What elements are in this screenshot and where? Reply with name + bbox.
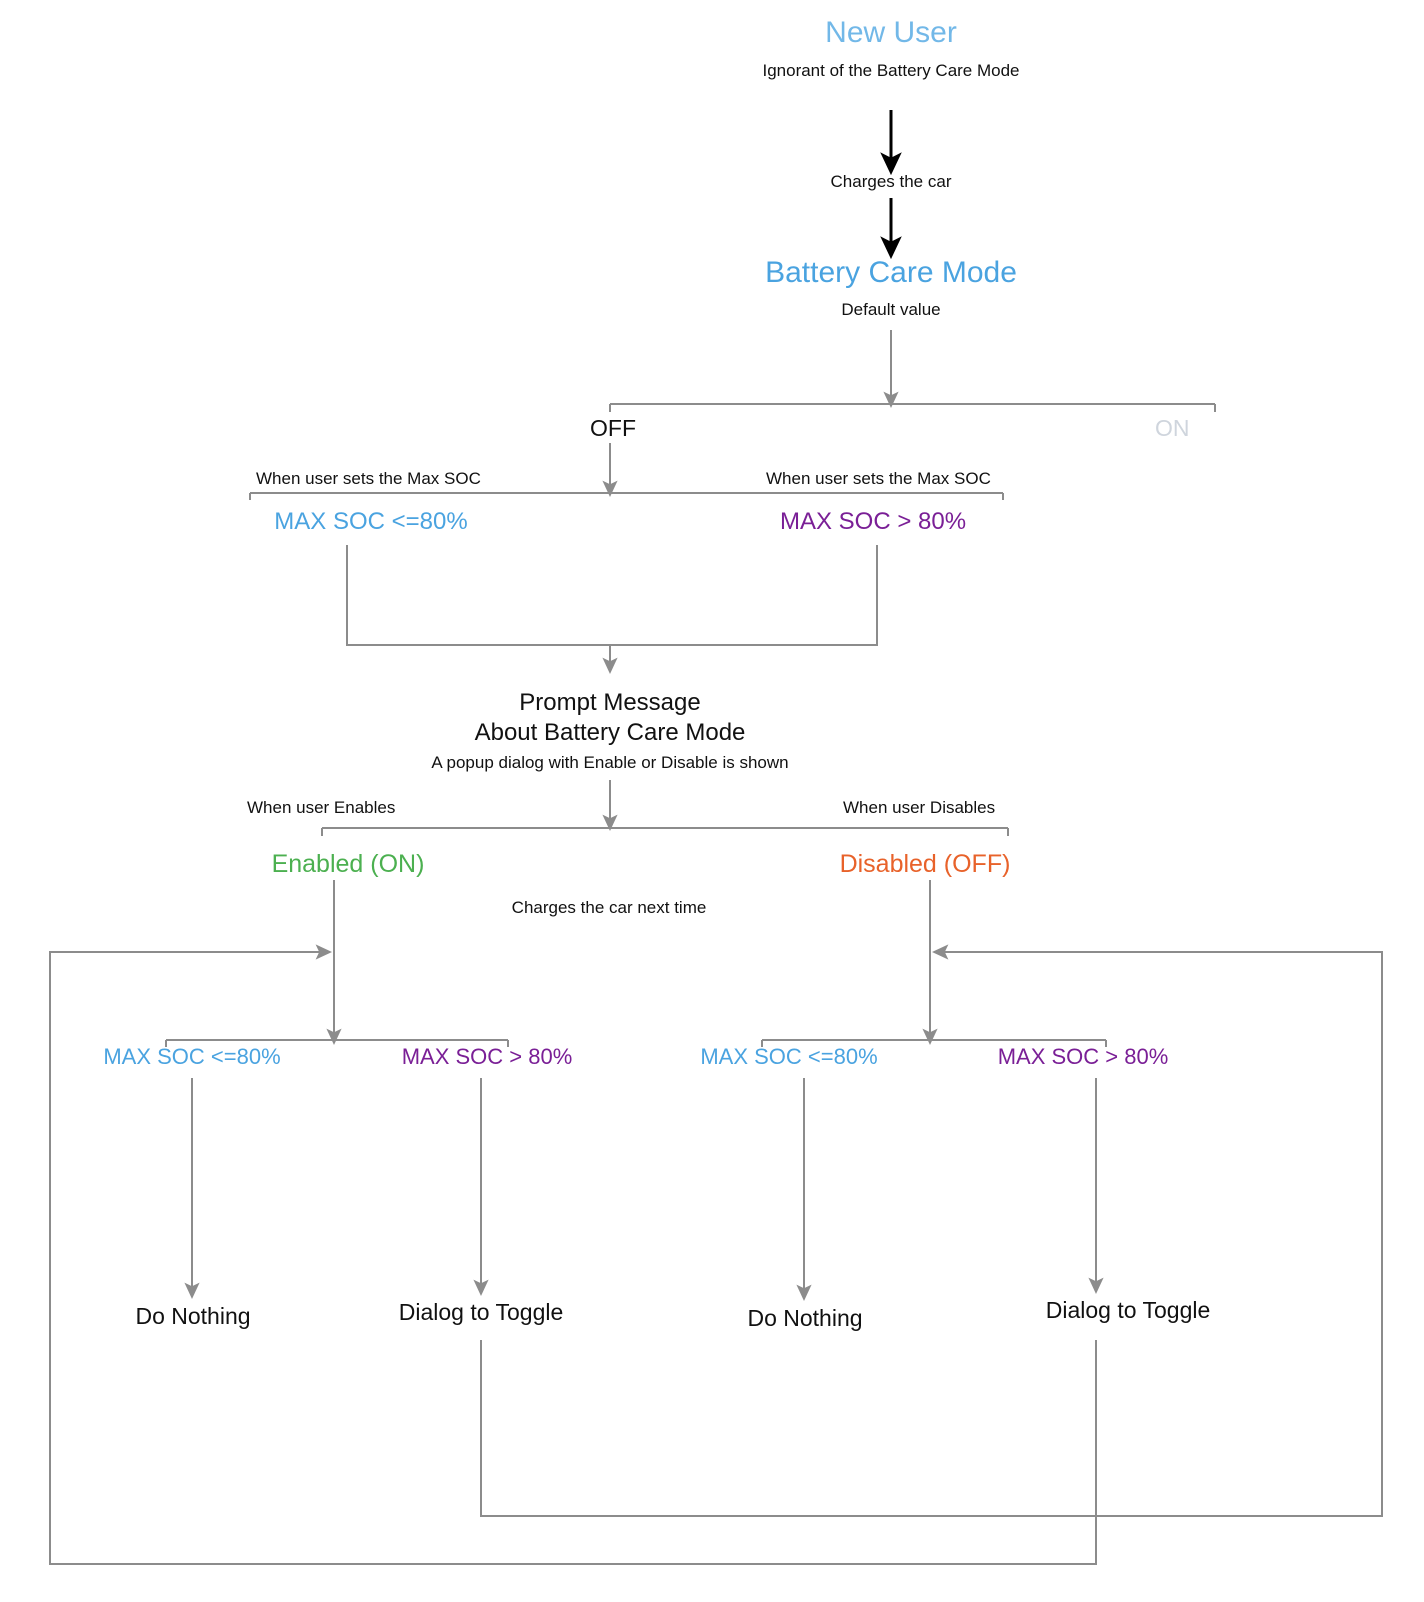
node-battery-care-mode: Battery Care Mode [765,256,1017,289]
node-max-soc-low-enabled: MAX SOC <=80% [103,1044,281,1069]
node-do-nothing-enabled: Do Nothing [135,1303,251,1329]
node-enabled-on: Enabled (ON) [271,850,425,878]
node-dialog-to-toggle-enabled: Dialog to Toggle [398,1299,564,1325]
node-max-soc-high-enabled: MAX SOC > 80% [401,1044,573,1069]
edge-label-when-user-disables: When user Disables [843,798,996,817]
edge-label-charges-the-car: Charges the car [830,172,952,191]
node-dialog-to-toggle-disabled: Dialog to Toggle [1045,1297,1211,1323]
node-state-on: ON [1155,415,1190,441]
edge-maxsoc-join-box [346,545,878,646]
edge-label-sets-max-soc-right: When user sets the Max SOC [766,469,991,488]
node-do-nothing-disabled: Do Nothing [747,1305,863,1331]
node-max-soc-high-disabled: MAX SOC > 80% [997,1044,1169,1069]
edge-label-when-user-enables: When user Enables [247,798,396,817]
node-max-soc-low-default: MAX SOC <=80% [274,508,468,535]
node-state-off: OFF [590,415,636,441]
node-prompt-message-line1: Prompt Message [519,689,701,716]
node-disabled-off: Disabled (OFF) [839,850,1011,878]
node-prompt-message-sublabel: A popup dialog with Enable or Disable is… [431,753,789,772]
node-new-user: New User [825,16,957,49]
node-max-soc-high-default: MAX SOC > 80% [779,508,967,535]
node-prompt-message-line2: About Battery Care Mode [474,719,746,746]
node-max-soc-low-disabled: MAX SOC <=80% [700,1044,878,1069]
node-new-user-sublabel: Ignorant of the Battery Care Mode [762,61,1020,80]
node-battery-care-mode-sublabel: Default value [841,300,941,319]
edge-loop-dialog-enabled-to-disabled [480,944,1383,1517]
edge-label-sets-max-soc-left: When user sets the Max SOC [256,469,481,488]
edge-label-charges-next-time: Charges the car next time [511,898,707,917]
